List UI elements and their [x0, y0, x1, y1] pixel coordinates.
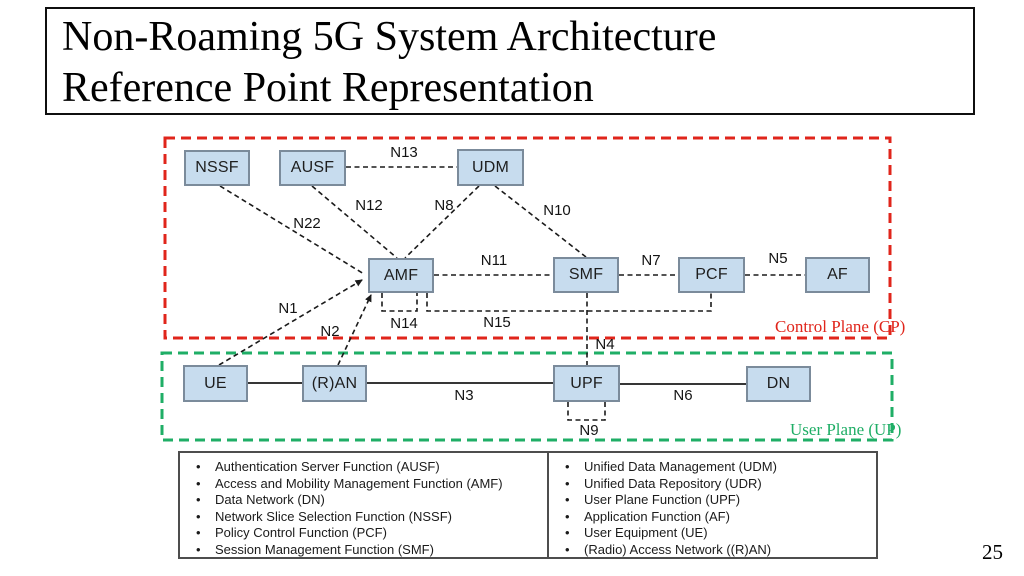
- legend-item: Unified Data Management (UDM): [549, 459, 876, 476]
- interface-label-n14: N14: [390, 315, 418, 332]
- interface-label-n13: N13: [390, 144, 418, 161]
- legend-item: Application Function (AF): [549, 509, 876, 526]
- legend-right-column: Unified Data Management (UDM) Unified Da…: [547, 453, 876, 559]
- legend-item: Data Network (DN): [180, 492, 547, 509]
- legend-item: Authentication Server Function (AUSF): [180, 459, 547, 476]
- node-nssf: NSSF: [184, 150, 250, 186]
- legend-item: User Plane Function (UPF): [549, 492, 876, 509]
- node-udm: UDM: [457, 149, 524, 186]
- interface-label-n4: N4: [595, 336, 615, 353]
- legend-item: User Equipment (UE): [549, 525, 876, 542]
- node-dn: DN: [746, 366, 811, 402]
- link-n22: [219, 185, 365, 275]
- link-n2: [337, 294, 372, 366]
- interface-label-n12: N12: [355, 197, 383, 214]
- link-n1: [218, 279, 363, 366]
- page-number: 25: [982, 540, 1003, 564]
- title-line-2: Reference Point Representation: [62, 65, 594, 111]
- title-line-1: Non-Roaming 5G System Architecture: [62, 14, 717, 60]
- interface-label-n7: N7: [641, 252, 661, 269]
- legend-left-column: Authentication Server Function (AUSF) Ac…: [180, 453, 547, 559]
- interface-label-n10: N10: [543, 202, 571, 219]
- page-title: Non-Roaming 5G System Architecture Refer…: [45, 7, 975, 115]
- link-n12: [311, 185, 398, 259]
- link-n15: [426, 293, 712, 312]
- node-ran: (R)AN: [302, 365, 367, 402]
- interface-label-n15: N15: [483, 314, 511, 331]
- legend-item: (Radio) Access Network ((R)AN): [549, 542, 876, 559]
- legend-item: Policy Control Function (PCF): [180, 525, 547, 542]
- interface-label-n5: N5: [768, 250, 788, 267]
- node-af: AF: [805, 257, 870, 293]
- link-n8: [404, 185, 480, 259]
- legend-item: Session Management Function (SMF): [180, 542, 547, 559]
- control-plane-boundary: [163, 136, 892, 340]
- interface-label-n3: N3: [454, 387, 474, 404]
- link-n9: [567, 402, 606, 421]
- interface-label-n9: N9: [579, 422, 599, 439]
- node-pcf: PCF: [678, 257, 745, 293]
- legend-table: Authentication Server Function (AUSF) Ac…: [178, 451, 878, 559]
- interface-label-n11: N11: [480, 252, 508, 269]
- interface-label-n22: N22: [293, 215, 321, 232]
- interface-label-n1: N1: [278, 300, 298, 317]
- legend-item: Unified Data Repository (UDR): [549, 476, 876, 493]
- node-smf: SMF: [553, 257, 619, 293]
- control-plane-label: Control Plane (CP): [775, 317, 906, 336]
- user-plane-boundary: [160, 351, 894, 442]
- node-amf: AMF: [368, 258, 434, 293]
- legend-item: Access and Mobility Management Function …: [180, 476, 547, 493]
- node-ausf: AUSF: [279, 150, 346, 186]
- link-n10: [494, 185, 587, 258]
- interface-label-n8: N8: [434, 197, 454, 214]
- node-upf: UPF: [553, 365, 620, 402]
- interface-label-n2: N2: [320, 323, 340, 340]
- interface-label-n6: N6: [673, 387, 693, 404]
- link-n14: [381, 293, 418, 312]
- user-plane-label: User Plane (UP): [790, 420, 902, 439]
- legend-item: Network Slice Selection Function (NSSF): [180, 509, 547, 526]
- node-ue: UE: [183, 365, 248, 402]
